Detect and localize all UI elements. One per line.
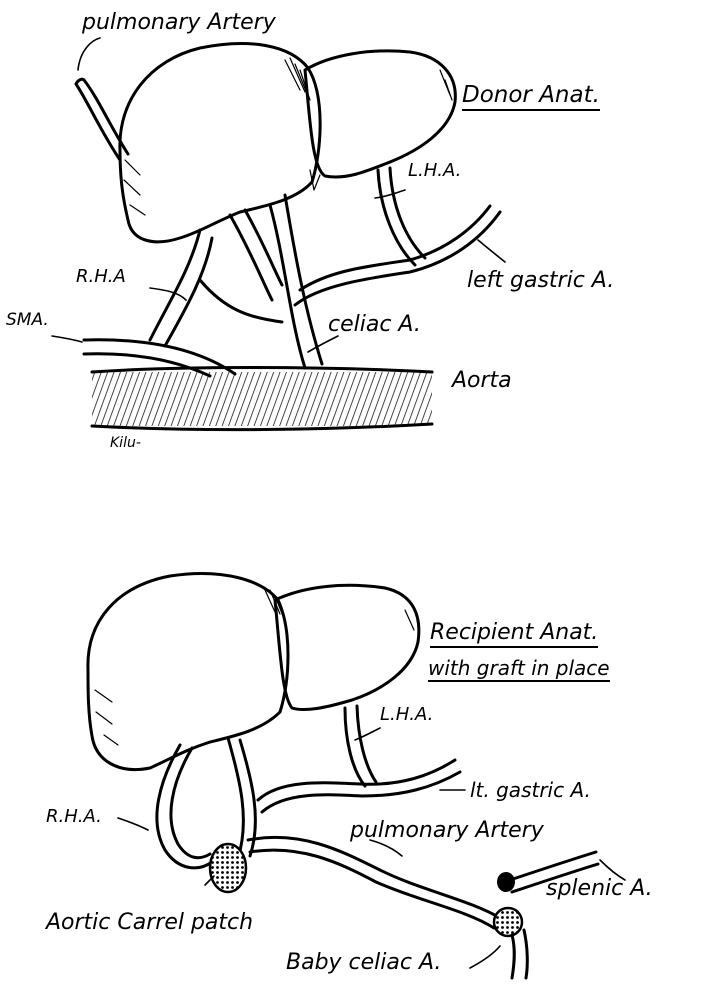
recipient-liver-left-lobe [275,585,419,709]
recipient-label-baby-celiac: Baby celiac A. [286,952,441,974]
donor-rha-vessel [150,230,212,346]
recipient-title-line2: with graft in place [428,658,610,682]
donor-label-lha: L.H.A. [408,162,461,180]
baby-celiac-patch [494,908,522,936]
recipient-lha-vessel [345,706,376,786]
recipient-label-lha: L.H.A. [380,706,433,724]
donor-leader-lines [52,38,505,352]
recipient-label-rha: R.H.A. [46,808,102,826]
recipient-label-carrel-patch: Aortic Carrel patch [46,912,253,934]
carrel-patch [210,844,246,892]
artist-signature: Kilu- [110,436,141,450]
recipient-liver-shading [95,590,414,745]
donor-lha-vessel [378,168,425,265]
donor-aorta [92,368,432,430]
recipient-rha-vessel [157,745,212,868]
donor-connecting-arc [200,280,282,322]
donor-label-celiac: celiac A. [328,314,421,336]
donor-label-rha: R.H.A [76,268,126,286]
recipient-label-splenic: splenic A. [546,878,653,900]
donor-figure [52,38,505,430]
donor-label-pulmonary-artery: pulmonary Artery [82,12,276,34]
donor-liver-left-lobe [305,51,455,177]
recipient-liver-right-lobe [88,573,288,769]
donor-label-aorta: Aorta [452,370,512,392]
recipient-title-line1: Recipient Anat. [430,622,598,648]
donor-label-left-gastric: left gastric A. [467,270,614,292]
recipient-lt-gastric-vessel [258,760,460,812]
recipient-label-pulmonary-artery: pulmonary Artery [350,820,544,842]
recipient-pulmonary-artery-vessel [248,837,500,928]
recipient-label-lt-gastric: lt. gastric A. [470,780,591,800]
donor-title: Donor Anat. [462,84,600,111]
donor-liver-right-lobe [120,44,320,242]
donor-label-sma: SMA. [6,312,49,329]
